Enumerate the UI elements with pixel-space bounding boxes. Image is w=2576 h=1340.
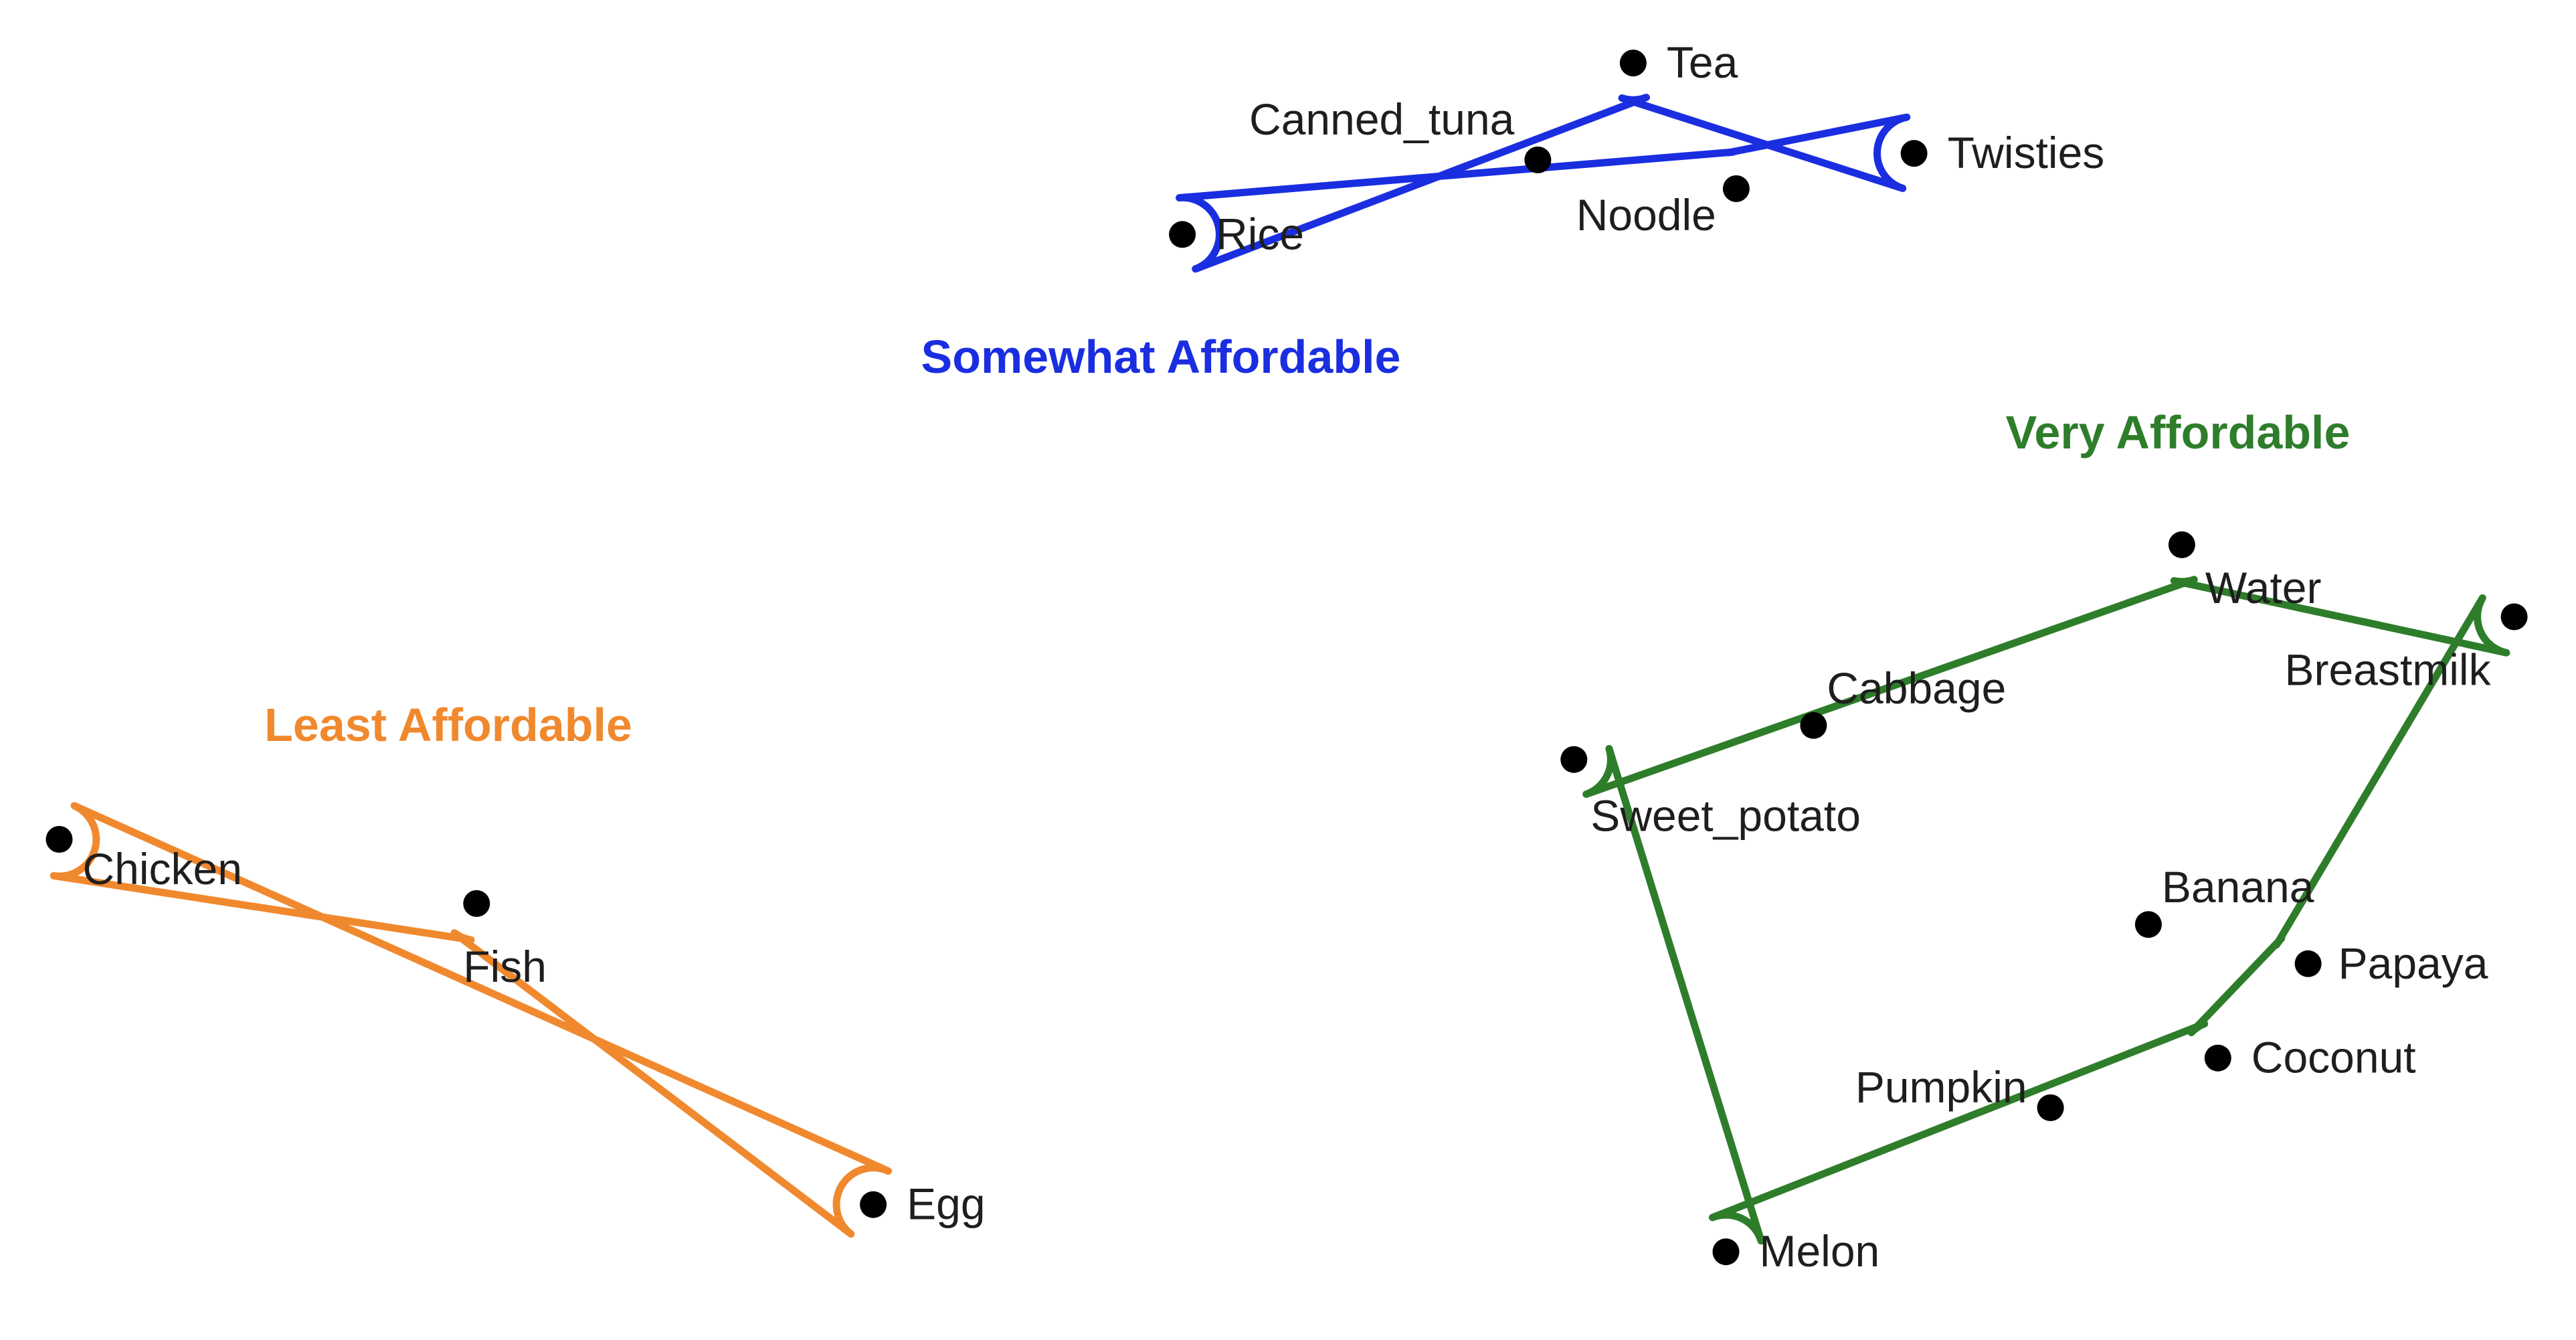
label-melon: Melon (1760, 1226, 1880, 1276)
point-cabbage (1800, 711, 1827, 739)
label-cabbage: Cabbage (1827, 663, 2006, 713)
label-tea: Tea (1667, 37, 1738, 87)
cluster-label-very-affordable: Very Affordable (2006, 406, 2351, 458)
label-banana: Banana (2162, 862, 2314, 912)
hull-somewhat-affordable (1176, 94, 1911, 273)
point-pumpkin (2037, 1094, 2064, 1121)
point-banana (2134, 911, 2162, 938)
point-fish (463, 890, 490, 917)
label-fish: Fish (463, 942, 547, 991)
point-noodle (1722, 175, 1750, 202)
label-chicken: Chicken (83, 844, 242, 894)
point-melon (1712, 1238, 1740, 1266)
hull-very-affordable (1582, 576, 2510, 1245)
data-points (45, 50, 2528, 1266)
label-rice: Rice (1216, 209, 1304, 258)
label-water: Water (2205, 563, 2322, 612)
label-pumpkin: Pumpkin (1855, 1062, 2027, 1112)
label-noodle: Noodle (1576, 190, 1716, 240)
point-papaya (2294, 950, 2322, 977)
cluster-label-least-affordable: Least Affordable (264, 699, 632, 751)
point-canned_tuna (1524, 146, 1552, 173)
point-sweet_potato (1560, 746, 1588, 773)
label-canned_tuna: Canned_tuna (1249, 94, 1515, 144)
point-tea (1619, 50, 1647, 77)
cluster-label-somewhat-affordable: Somewhat Affordable (921, 331, 1401, 383)
point-chicken (45, 826, 73, 853)
point-breastmilk (2500, 603, 2528, 631)
hull-least-affordable (50, 802, 893, 1238)
point-egg (860, 1191, 887, 1218)
cluster-hulls (50, 94, 2510, 1245)
label-coconut: Coconut (2251, 1033, 2416, 1082)
label-sweet_potato: Sweet_potato (1590, 791, 1861, 841)
label-papaya: Papaya (2338, 938, 2488, 988)
label-egg: Egg (907, 1179, 985, 1229)
label-twisties: Twisties (1948, 128, 2105, 177)
point-water (2168, 531, 2195, 558)
point-rice (1169, 221, 1196, 248)
point-coconut (2204, 1044, 2231, 1072)
point-twisties (1900, 140, 1928, 167)
label-breastmilk: Breastmilk (2285, 645, 2492, 695)
